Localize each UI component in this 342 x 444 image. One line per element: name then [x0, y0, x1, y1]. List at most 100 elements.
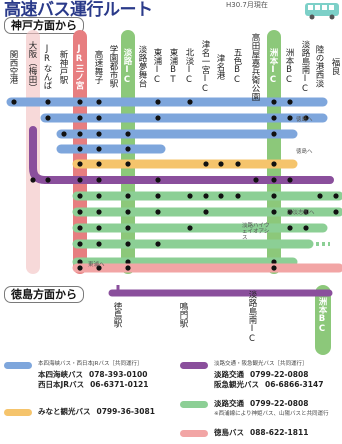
route-green-2-stop-20 — [333, 209, 339, 215]
note-tokushima-2: 徳島へ — [296, 149, 313, 155]
route-blue-1-stop-16 — [271, 99, 277, 105]
legend-swatch-2 — [180, 362, 208, 369]
route-green-1-stop-7 — [125, 193, 131, 199]
route-green-1-stop-16 — [271, 193, 277, 199]
route-orange-stop-4 — [77, 161, 83, 167]
tk-stop-label-0: 徳島駅 — [112, 302, 122, 328]
note-nishi-awaji: 西淡志知へ — [287, 210, 315, 216]
stop-label-12: 津名一宮IC — [200, 39, 210, 94]
route-blue-4-stop-4 — [77, 146, 83, 152]
route-blue-1-stop-9 — [155, 99, 161, 105]
tk-stop-highlight-3 — [315, 285, 331, 355]
stop-label-16: 洲本IC — [268, 48, 278, 85]
route-pink-stop-4 — [77, 265, 83, 271]
route-purple-stop-2 — [45, 177, 51, 183]
route-blue-1-stop-17 — [287, 99, 293, 105]
stop-label-3: 新神戸駅 — [58, 49, 68, 84]
route-green-3-stop-11 — [187, 225, 193, 231]
route-green-1-stop-9 — [155, 193, 161, 199]
route-green-4-stop-7 — [125, 241, 131, 247]
legend-note-3: ※西浦線により神姫バス、山陽バスと共同運行 — [214, 410, 329, 417]
route-blue-2-stop-2 — [45, 115, 51, 121]
route-green-2-stop-16 — [271, 209, 277, 215]
stop-label-1: 大阪（梅田） — [27, 41, 37, 92]
date-label: H30.7月現在 — [226, 1, 268, 9]
route-green-4-stop-9 — [155, 241, 161, 247]
stop-label-17: 洲本BC — [284, 48, 294, 85]
stop-label-10: 東浦BT — [168, 48, 178, 85]
route-green-1-stop-12 — [203, 193, 209, 199]
route-blue-2-stop-18 — [303, 115, 309, 121]
stop-label-7: 淡路IC — [122, 48, 132, 85]
route-green-1-stop-19 — [317, 193, 323, 199]
route-purple-stop-9 — [155, 177, 161, 183]
route-orange-stop-12 — [203, 161, 209, 167]
stop-label-0: 関西空港 — [8, 49, 18, 84]
route-purple-stop-5 — [96, 177, 102, 183]
route-green-2-stop-12 — [203, 209, 209, 215]
stop-label-19: 陸の港西淡 — [314, 45, 324, 88]
note-awaji-oasis: 淡路ハイウェイオアシス — [242, 223, 270, 241]
note-higashiura: 東浦へ — [88, 262, 105, 268]
legend-swatch-0 — [4, 362, 32, 369]
route-blue-2-stop-9 — [155, 115, 161, 121]
route-green-1-stop-11 — [187, 193, 193, 199]
route-green-2-stop-9 — [155, 209, 161, 215]
tk-stop-label-2: 淡路島南IC — [247, 290, 257, 344]
route-orange-stop-13 — [218, 161, 224, 167]
route-green-2-stop-7 — [125, 209, 131, 215]
stop-label-6: 学園都市駅 — [108, 45, 118, 88]
route-green-5-stop-16 — [271, 259, 277, 265]
route-green-2-stop-4 — [77, 209, 83, 215]
route-blue-2-stop-17 — [287, 115, 293, 121]
section-kobe: 神戸方面から — [4, 17, 84, 34]
route-orange-stop-7 — [125, 161, 131, 167]
route-pink-stop-16 — [271, 265, 277, 271]
route-blue-2-stop-4 — [77, 115, 83, 121]
route-green-3-stop-18 — [303, 225, 309, 231]
tk-stop-label-1: 鳴門駅 — [178, 302, 188, 328]
route-green-4-stop-5 — [96, 241, 102, 247]
route-green-2-stop-18 — [303, 209, 309, 215]
note-tokushima-1: 徳島へ — [296, 117, 313, 123]
route-blue-2-stop-16 — [271, 115, 277, 121]
route-blue-3-stop-7 — [125, 131, 131, 137]
route-green-1-stop-14 — [235, 193, 241, 199]
route-green-1-stop-4 — [77, 193, 83, 199]
route-green-2-stop-17 — [287, 209, 293, 215]
route-green-3-stop-5 — [96, 225, 102, 231]
legend-swatch-3 — [180, 401, 208, 408]
legend-operator-0: 本四海峡バス・西日本JRバス［共同運行］ — [38, 361, 143, 367]
route-blue-3-stop-4 — [77, 131, 83, 137]
route-orange-stop-16 — [271, 161, 277, 167]
route-purple-stop-16 — [271, 177, 277, 183]
route-green-4-stop-4 — [77, 241, 83, 247]
stop-label-11: 北淡IC — [184, 48, 194, 85]
route-pink-stop-5 — [96, 265, 102, 271]
stop-label-2: JRなんば — [42, 43, 52, 90]
legend-swatch-4 — [180, 430, 208, 437]
route-blue-1-stop-2 — [45, 99, 51, 105]
stop-label-5: 高速舞子 — [93, 49, 103, 84]
route-blue-4-stop-5 — [96, 146, 102, 152]
legend-swatch-1 — [4, 409, 32, 416]
route-green-1-stop-13 — [218, 193, 224, 199]
stop-label-8: 淡路夢舞台 — [137, 45, 147, 88]
route-blue-1-stop-5 — [96, 99, 102, 105]
route-purple-stop-4 — [77, 177, 83, 183]
route-green-3-stop-4 — [77, 225, 83, 231]
stop-label-20: 福良 — [330, 58, 340, 75]
route-diagram-tokushima — [108, 285, 333, 355]
route-blue-1-stop-11 — [187, 99, 193, 105]
route-green-5-stop-7 — [125, 259, 131, 265]
stop-label-9: 東浦IC — [152, 48, 162, 85]
route-pink-stop-7 — [125, 265, 131, 271]
stop-label-15: 高田屋嘉兵衛公園 — [250, 33, 260, 101]
